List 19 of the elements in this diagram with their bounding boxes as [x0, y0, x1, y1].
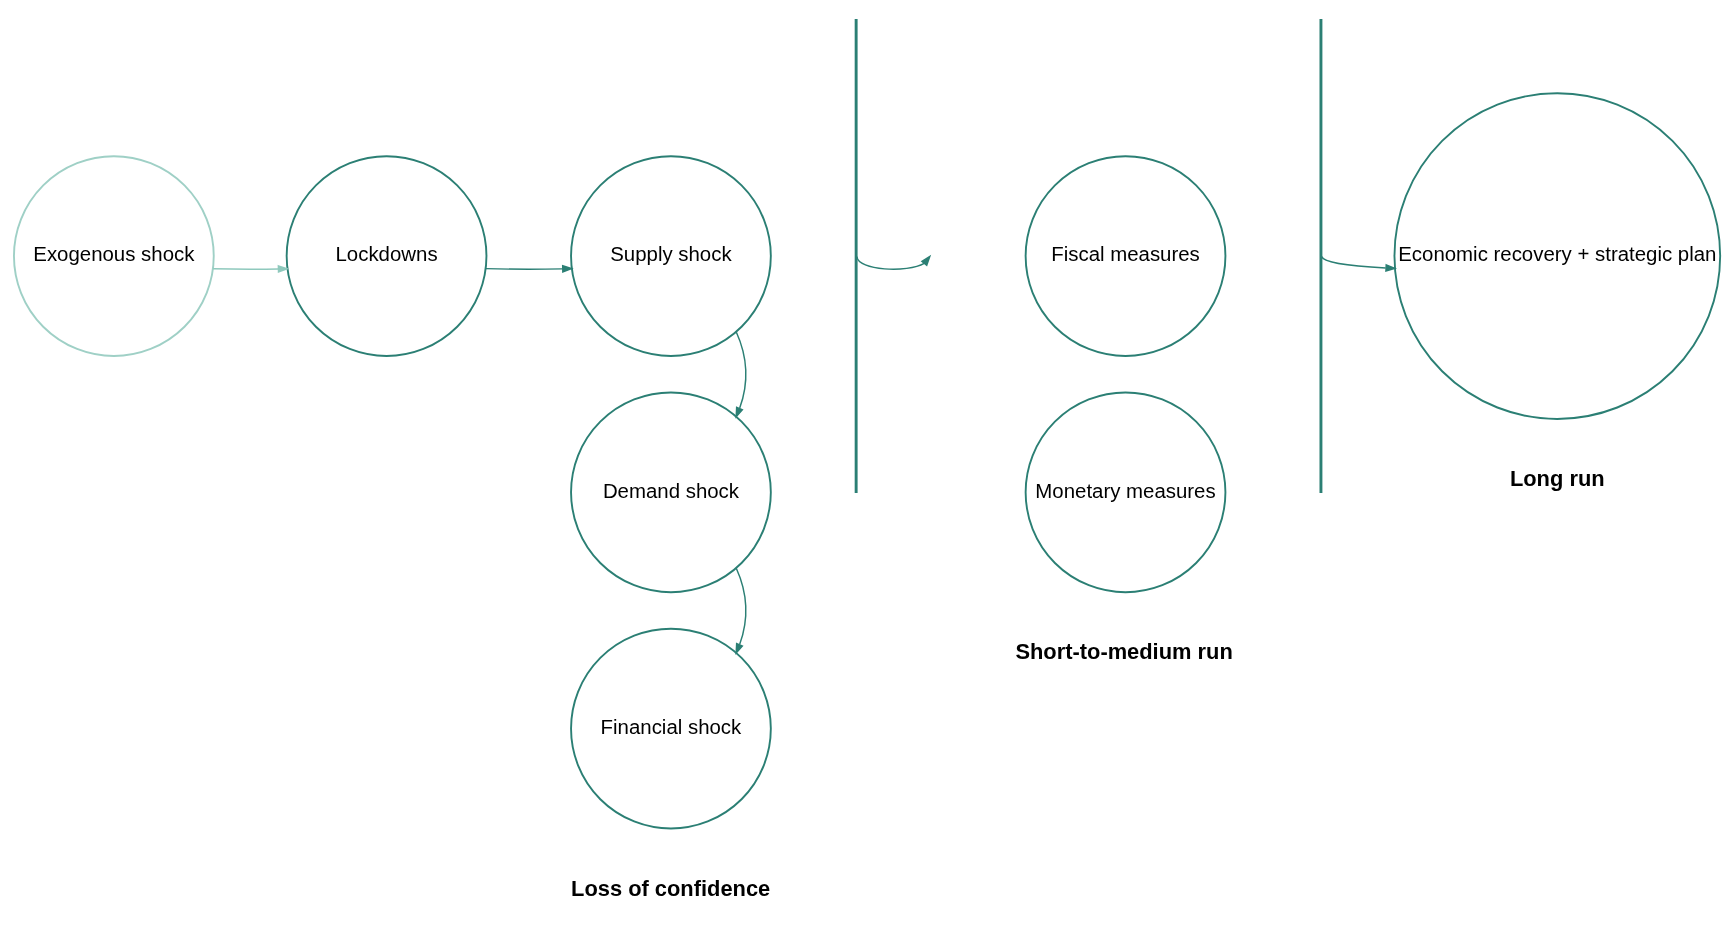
label: Short-to-medium run: [1015, 639, 1233, 665]
node-circle: Demand shock: [570, 391, 772, 594]
label: Long run: [1509, 465, 1605, 491]
node-circle: Supply shock: [570, 155, 772, 357]
arrow: [1321, 255, 1398, 272]
arrow: [212, 264, 290, 274]
node-circle: Financial shock: [570, 627, 772, 830]
node-circle: Lockdowns: [285, 155, 488, 357]
label: Loss of confidence: [571, 875, 771, 901]
node-circle: Fiscal measures: [1024, 155, 1227, 357]
arrow: [735, 331, 747, 419]
node-bar: [1319, 19, 1323, 494]
arrow: [484, 264, 574, 273]
arrow: [735, 567, 747, 655]
node-circle: Monetary measures: [1024, 391, 1227, 594]
node-bar: [854, 19, 858, 494]
node-circle: Economic recovery + strategic plan: [1393, 92, 1722, 420]
node-circle: Exogenous shock: [13, 155, 215, 357]
arrow: [856, 254, 932, 270]
